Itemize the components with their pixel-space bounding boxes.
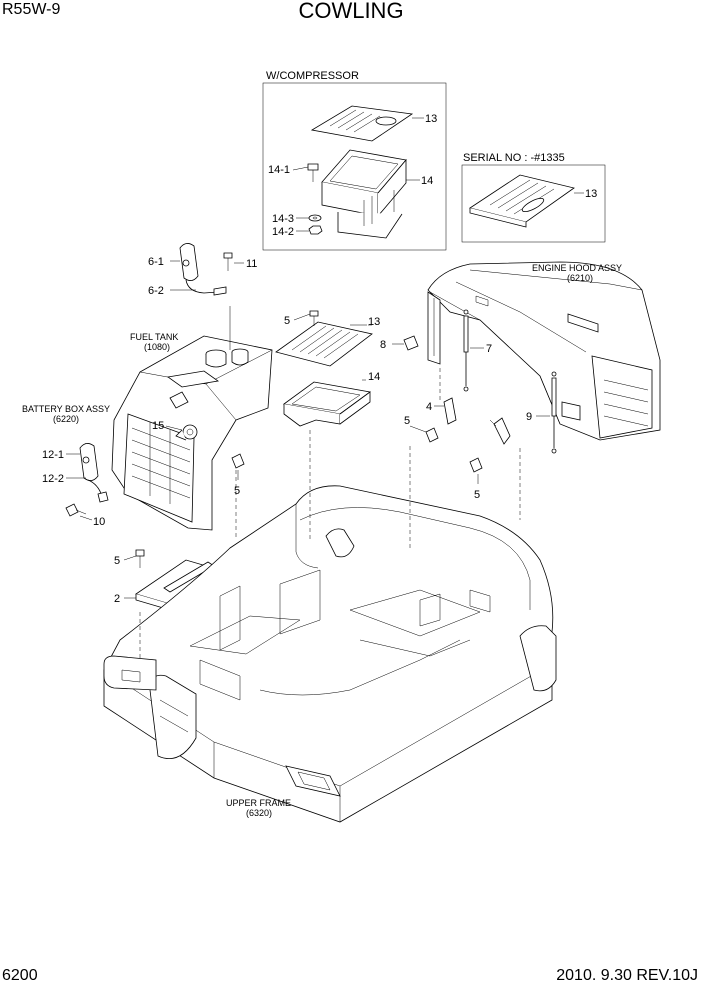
callout-5-plate: 5 <box>114 555 120 567</box>
fuel-tank-cowl: FUEL TANK (1080) <box>111 306 273 531</box>
gas-spring-9: 9 <box>526 371 557 454</box>
page-number: 6200 <box>2 967 38 984</box>
callout-9: 9 <box>526 411 532 423</box>
callout-4: 4 <box>426 401 432 413</box>
callout-8: 8 <box>380 339 386 351</box>
bolt-5-grille: 5 <box>231 453 245 497</box>
callout-14-1: 14-1 <box>268 164 290 176</box>
bolt-8: 8 <box>380 335 419 351</box>
bolt-10: 10 <box>65 503 105 528</box>
nut-14-2 <box>308 225 323 235</box>
callout-13-serial: 13 <box>585 188 597 200</box>
callout-5-right: 5 <box>474 489 480 501</box>
callout-6-2: 6-2 <box>148 285 164 297</box>
engine-hood: ENGINE HOOD ASSY (6210) <box>427 261 661 441</box>
callout-10: 10 <box>93 516 105 528</box>
page-title: COWLING <box>298 0 404 23</box>
callout-12-1: 12-1 <box>42 449 64 461</box>
model-code: R55W-9 <box>2 1 61 18</box>
washer-14-3 <box>308 214 322 222</box>
lock-15: 15 <box>152 420 198 441</box>
fuel-tank-label: FUEL TANK <box>130 332 178 342</box>
compressor-cover-plate <box>310 105 414 142</box>
fuel-tank-ref: (1080) <box>144 342 170 352</box>
serial-box-title: SERIAL NO : -#1335 <box>463 152 565 164</box>
upper-frame: UPPER FRAME (6320) <box>103 485 557 823</box>
location-leaders <box>139 368 521 660</box>
callout-5-grille: 5 <box>234 485 240 497</box>
callout-14-middle: 14 <box>368 371 380 383</box>
compressor-option-box: W/COMPRESSOR <box>262 70 447 251</box>
upper-frame-label: UPPER FRAME <box>226 798 291 808</box>
callout-12-2: 12-2 <box>42 473 64 485</box>
engine-hood-ref: (6210) <box>567 273 593 283</box>
engine-hood-label: ENGINE HOOD ASSY <box>532 263 622 273</box>
bolt-5-plate: 5 <box>114 549 145 568</box>
bolt-5-middle: 5 <box>284 310 319 327</box>
bolt-11: 11 <box>223 252 257 271</box>
callout-5-middle: 5 <box>284 315 290 327</box>
revision-date: 2010. 9.30 REV.10J <box>556 967 698 984</box>
battery-box-label: BATTERY BOX ASSY <box>22 404 110 414</box>
compressor-box-title: W/COMPRESSOR <box>266 70 359 82</box>
compressor-support-frame <box>321 149 407 239</box>
upper-frame-ref: (6320) <box>246 808 272 818</box>
serial-cover-plate <box>469 174 575 228</box>
battery-box-ref: (6220) <box>53 414 79 424</box>
middle-cover-plate-13: 13 <box>275 316 380 367</box>
serial-option-box: SERIAL NO : -#1335 13 <box>461 152 606 243</box>
callout-7: 7 <box>486 343 492 355</box>
bracket-right <box>489 417 511 445</box>
callout-13: 13 <box>425 113 437 125</box>
callout-14: 14 <box>421 175 433 187</box>
callout-14-3: 14-3 <box>272 213 294 225</box>
callout-11: 11 <box>246 258 257 270</box>
bolt-14-1 <box>307 163 319 182</box>
bolt-5-bracket: 5 <box>404 415 439 443</box>
mirror-assembly-12: 12-1 12-2 <box>42 443 109 503</box>
callout-13-middle: 13 <box>368 316 380 328</box>
callout-14-2: 14-2 <box>272 226 294 238</box>
gas-spring-7: 7 <box>463 309 492 392</box>
mirror-assembly-6: 6-1 6-2 <box>148 243 227 297</box>
bolt-5-right: 5 <box>469 457 483 501</box>
callout-6-1: 6-1 <box>148 256 164 268</box>
middle-frame-14: 14 <box>283 371 380 427</box>
callout-2: 2 <box>114 593 120 605</box>
plate-2: 2 <box>114 559 221 611</box>
bracket-4: 4 <box>426 397 457 425</box>
callout-5-bracket: 5 <box>404 415 410 427</box>
callout-15: 15 <box>152 420 164 432</box>
